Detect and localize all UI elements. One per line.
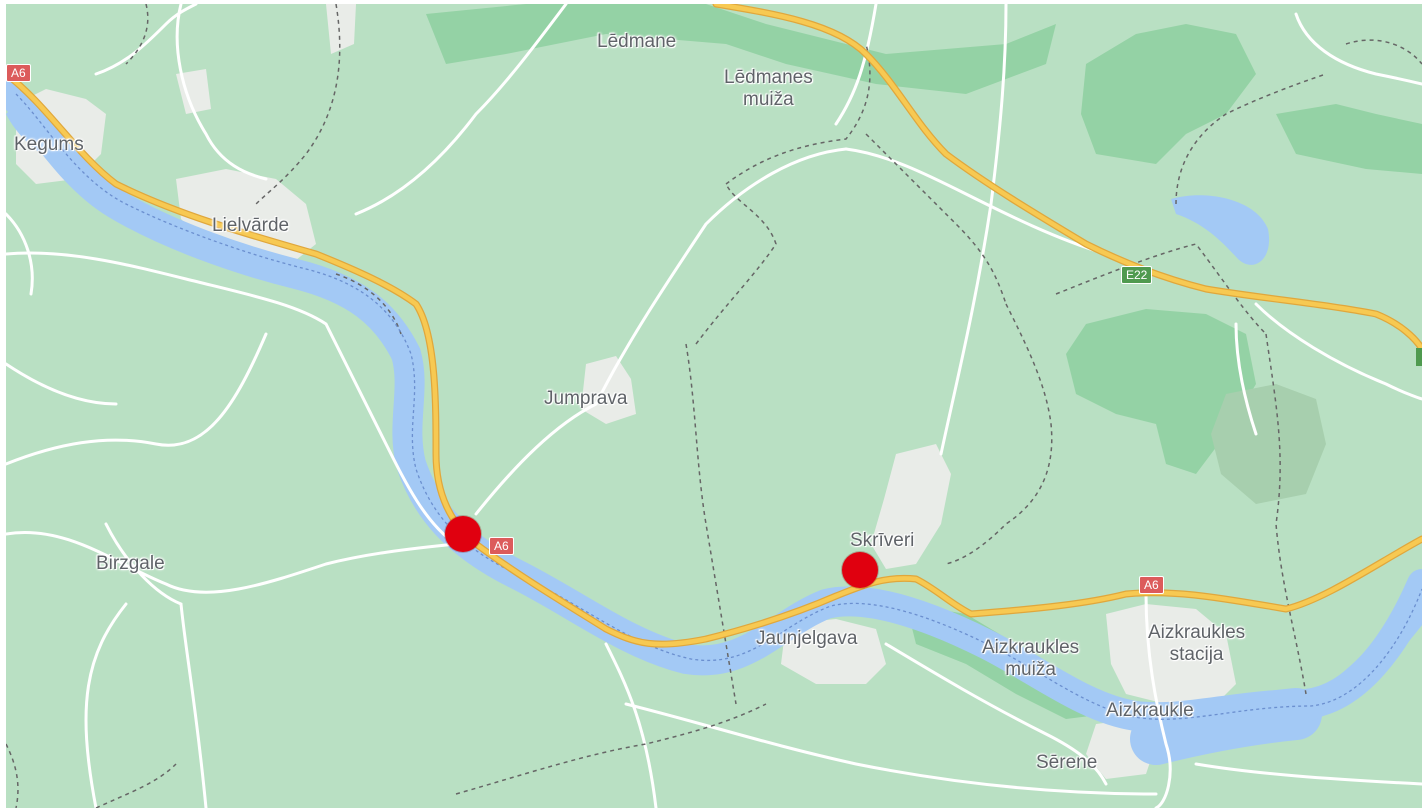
place-label-birzgale[interactable]: Birzgale <box>96 553 165 574</box>
minor-roads <box>6 4 1422 808</box>
location-marker-1[interactable] <box>445 516 481 552</box>
highway-e22 <box>713 4 1422 352</box>
place-label-aizkraukles-muiza[interactable]: Aizkraukles muiža <box>982 637 1080 680</box>
lake <box>1171 195 1270 265</box>
place-label-aizkraukles-stacija[interactable]: Aizkraukles stacija <box>1148 622 1246 665</box>
mixed-area <box>1211 384 1326 504</box>
urban-area <box>1106 604 1236 704</box>
reservoir-aizkraukle <box>1130 688 1322 765</box>
location-marker-2[interactable] <box>842 552 878 588</box>
road-shield-a6-west: A6 <box>6 64 31 82</box>
place-label-skriveri[interactable]: Skrīveri <box>850 530 915 551</box>
highway-a6 <box>6 71 1422 647</box>
road-shield-a6-mid: A6 <box>489 537 514 555</box>
map-canvas[interactable]: A6 A6 A6 E22 Kegums Lielvārde Lēdmane Lē… <box>6 4 1422 808</box>
urban-area <box>581 356 636 424</box>
road-shield-a6-east: A6 <box>1139 576 1164 594</box>
urban-area <box>176 69 211 114</box>
place-label-ledmane[interactable]: Lēdmane <box>597 31 677 52</box>
place-label-kegums[interactable]: Kegums <box>14 134 84 155</box>
urban-area <box>781 619 886 684</box>
river-east <box>1301 596 1422 722</box>
map-base-layer <box>6 4 1422 808</box>
highways <box>6 4 1422 648</box>
road-shield-e22: E22 <box>1121 266 1153 284</box>
river-branch <box>6 104 76 169</box>
place-label-ledmanes-muiza[interactable]: Lēdmanes muiža <box>724 67 813 110</box>
forest-area <box>1081 24 1256 164</box>
place-label-serene[interactable]: Sērene <box>1036 752 1098 773</box>
forest-area <box>426 4 1056 94</box>
partial-road-shield <box>1416 348 1422 366</box>
forest-area <box>1276 104 1422 174</box>
urban-area <box>871 444 951 569</box>
forest-area <box>1066 309 1256 474</box>
place-label-aizkraukle[interactable]: Aizkraukle <box>1106 700 1194 721</box>
place-label-lielvarde[interactable]: Lielvārde <box>212 215 290 236</box>
admin-borders <box>6 4 1422 808</box>
place-label-jaunjelgava[interactable]: Jaunjelgava <box>756 628 858 649</box>
place-label-jumprava[interactable]: Jumprava <box>544 388 628 409</box>
urban-area <box>326 4 356 54</box>
